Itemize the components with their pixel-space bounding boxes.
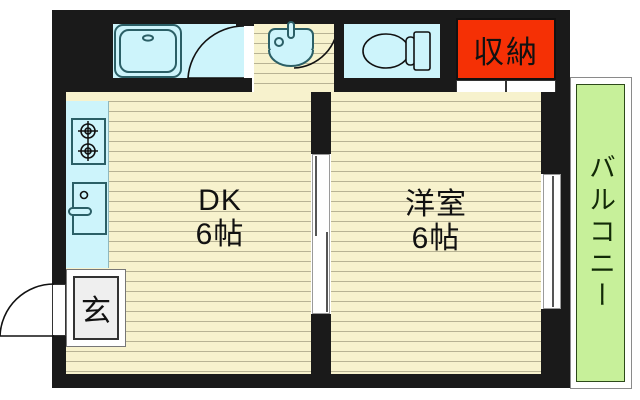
balcony-area: バルコニー: [576, 84, 625, 382]
genkan-box[interactable]: 玄: [73, 276, 119, 340]
balcony-door-panel: [552, 176, 554, 307]
wall-bathroom-left: [105, 10, 113, 92]
washitsu-floor: [331, 92, 541, 374]
wall-bottom-outer: [52, 374, 570, 388]
sliding-door-panel-left: [315, 156, 317, 236]
wall-center-top: [311, 92, 331, 154]
stove-icon-top: [71, 118, 106, 165]
closet-label-box: 収納: [456, 18, 556, 80]
wall-center-bottom: [311, 314, 331, 374]
closet-label: 収納: [473, 34, 539, 70]
entrance-door-arc-icon: [0, 283, 55, 337]
toilet-icon: [362, 31, 431, 71]
bathtub-icon: [114, 24, 182, 78]
bathroom-door-arc-icon: [187, 25, 245, 79]
wall-right-upper-segment: [541, 92, 570, 174]
wall-toilet-right: [440, 10, 456, 92]
bathroom-door-opening[interactable]: [244, 24, 254, 78]
genkan-label: 玄: [81, 295, 111, 328]
interior-sliding-door[interactable]: [312, 154, 330, 314]
wall-bathroom-bottom: [105, 78, 252, 92]
balcony-label: バルコニー: [585, 153, 615, 313]
wall-toilet-bottom: [334, 78, 440, 92]
wall-right-lower-segment: [541, 309, 570, 374]
sliding-door-panel-right: [326, 232, 328, 312]
washbasin-icon: [268, 21, 314, 67]
kitchen-sink-icon-top: [68, 182, 107, 235]
wall-toilet-left: [334, 10, 344, 92]
entrance-door-leaf[interactable]: [52, 284, 66, 336]
wall-bathroom-right-stub: [236, 10, 254, 26]
